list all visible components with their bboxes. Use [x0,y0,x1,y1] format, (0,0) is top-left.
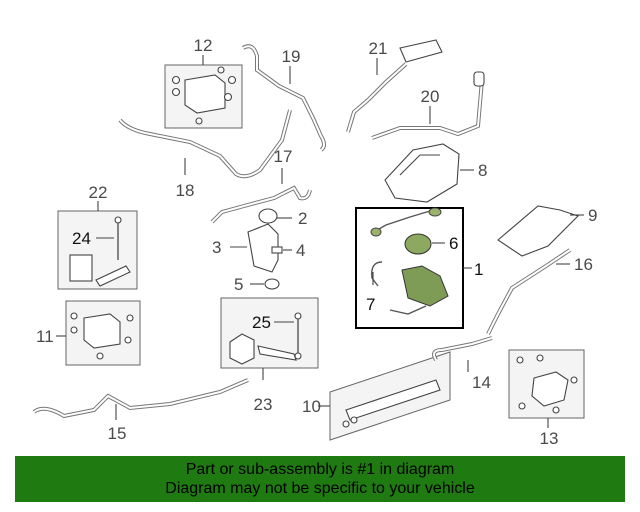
callout-6: 6 [449,234,458,253]
part-20-group[interactable]: 20 [371,71,485,140]
part-13-sensor [531,371,569,407]
part-19-group[interactable]: 19 [241,44,326,152]
part-16-tube [486,248,572,335]
part-6-compressor [404,233,432,255]
part-23-sensor [229,333,255,365]
callout-23: 23 [254,395,273,414]
callout-17: 17 [274,147,293,166]
part-1-pump [401,265,449,307]
part-4-bolt [271,246,283,254]
callout-7: 7 [366,295,375,314]
callout-21: 21 [369,39,388,58]
callout-11: 11 [36,327,54,346]
banner-line-1: Part or sub-assembly is #1 in diagram [185,461,455,478]
part-13-group[interactable]: 13 [508,349,585,448]
part-8-group[interactable]: 8 [384,143,487,203]
part-21-muffler [399,39,443,63]
callout-3: 3 [212,238,221,257]
part-2-bushing [258,208,278,224]
callout-9: 9 [588,206,597,225]
part-15-tube [32,378,249,419]
part-8-reservoir [384,143,460,203]
part-11-sensor [83,313,121,349]
part-9-group[interactable]: 9 [497,205,597,257]
part-12-sensor [184,74,226,114]
part-21-group[interactable]: 21 [346,39,443,133]
part-10-plate [345,379,441,421]
part-23-group[interactable]: 25 23 [220,297,319,414]
part-17-group[interactable]: 17 [210,147,312,224]
callout-20: 20 [421,87,440,106]
part-15-group[interactable]: 15 [32,378,249,443]
callout-13: 13 [540,429,559,448]
part-22-group[interactable]: 22 24 [57,183,138,290]
callout-4: 4 [296,241,305,260]
part-9-shield [497,205,580,257]
banner-line-2: Diagram may not be specific to your vehi… [165,480,475,497]
part-14-group[interactable]: 14 [432,336,493,392]
callout-8: 8 [478,161,487,180]
callout-22: 22 [89,183,108,202]
callout-14: 14 [472,373,491,392]
callout-16: 16 [574,255,593,274]
part-10-group[interactable]: 10 [302,351,451,441]
callout-15: 15 [108,424,127,443]
callout-24: 24 [72,229,91,248]
callout-10: 10 [302,397,321,416]
part-16-group[interactable]: 16 [486,248,593,335]
part-5-nut [264,278,280,290]
part-12-group[interactable]: 12 [164,36,243,129]
callout-25: 25 [252,313,271,332]
part-bracket-group[interactable]: 2 3 4 5 [212,208,307,294]
callout-5: 5 [234,275,243,294]
callout-1: 1 [474,260,483,279]
callout-2: 2 [298,209,307,228]
part-1-group[interactable]: 6 7 1 [355,207,483,329]
part-3-bracket [247,223,279,273]
part-22-sensor [69,254,93,282]
part-7-hose [371,261,383,287]
callout-19: 19 [282,47,301,66]
info-banner: Part or sub-assembly is #1 in diagram Di… [15,456,625,502]
callout-18: 18 [176,181,195,200]
part-11-group[interactable]: 11 [36,300,141,366]
callout-12: 12 [194,36,213,55]
part-18-group[interactable]: 18 [118,109,292,200]
